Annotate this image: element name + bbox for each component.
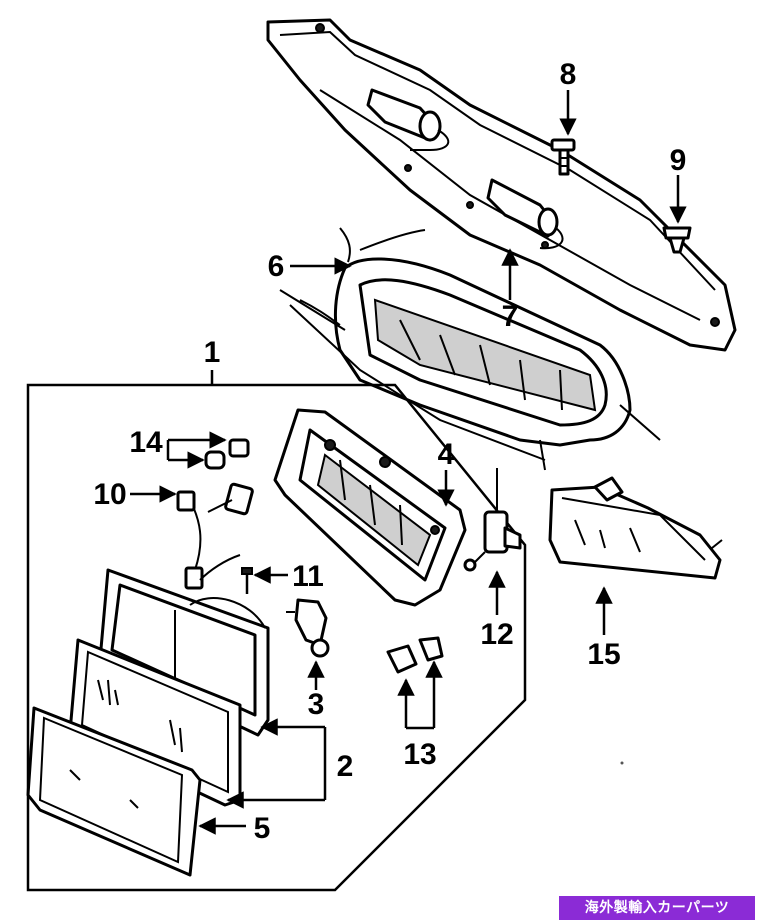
callout-11: 11: [292, 560, 324, 593]
leader-lines: [130, 90, 687, 835]
callout-13: 13: [403, 738, 436, 771]
headlamp-housing: [273, 408, 467, 607]
print-speck: [620, 761, 624, 765]
actuator-lower: [486, 178, 564, 250]
connectors: [204, 438, 250, 470]
callout-4: 4: [438, 438, 455, 471]
header-panel: [266, 18, 737, 352]
callout-9: 9: [670, 144, 687, 177]
screw: [241, 567, 253, 594]
callout-7: 7: [502, 300, 519, 333]
bolt: [550, 138, 576, 176]
callout-10: 10: [93, 478, 126, 511]
callout-8: 8: [560, 58, 577, 91]
callout-1: 1: [204, 336, 221, 369]
callout-14: 14: [129, 426, 163, 459]
clip-fastener: [662, 226, 692, 254]
callout-labels: 1 2 3 4 5 6 7 8 9 10 11 12 13 14 15: [93, 58, 686, 845]
actuator-upper: [366, 88, 450, 151]
corner-lamp: [548, 476, 723, 580]
retaining-ring: [26, 706, 202, 877]
callout-12: 12: [480, 618, 513, 651]
callout-2: 2: [337, 750, 354, 783]
headlamp-adjuster: [463, 468, 522, 572]
bulb: [286, 598, 330, 658]
clips: [386, 636, 444, 674]
watermark-badge: 海外製輸入カーパーツ: [559, 896, 755, 920]
headlamp: [68, 568, 270, 807]
assembly-bracket: [26, 383, 527, 892]
grille-fascia: [279, 227, 661, 471]
wiring-harness: [176, 482, 254, 590]
callout-3: 3: [308, 688, 325, 721]
callout-5: 5: [254, 812, 271, 845]
callout-6: 6: [268, 250, 285, 283]
callout-15: 15: [587, 638, 620, 671]
